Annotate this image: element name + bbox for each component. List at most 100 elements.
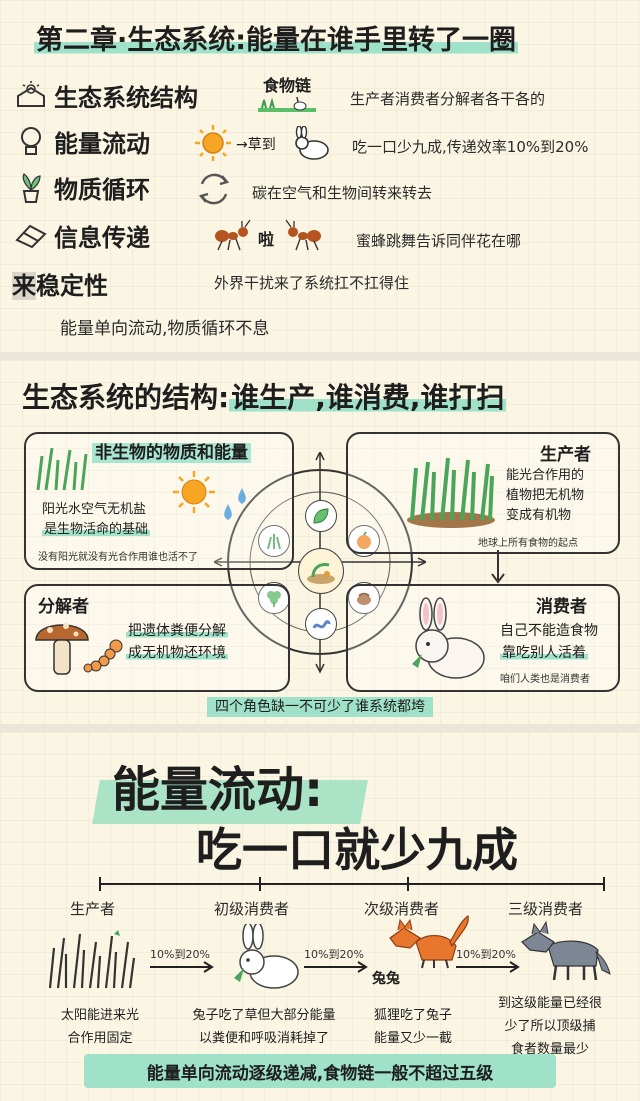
grass-sprout-icon — [258, 525, 290, 557]
grass-rabbit-icon — [258, 96, 316, 112]
desc-tertiary: 到这级能量已经很 少了所以顶级捕 食者数量最少 — [484, 992, 616, 1057]
sun-to-grass-text: →草到 — [236, 137, 276, 153]
consumer-box: 消费者 自己不能造食物 靠吃别人活着 咱们人类也是消费者 — [346, 584, 620, 692]
fox-icon — [389, 914, 469, 969]
desc-producer: 太阳能进来光 合作用固定 — [44, 1004, 156, 1046]
abiotic-box: 非生物的物质和能量 阳光水空气无机盐 是生物活命的基础 没有阳光就没有光合作用谁… — [24, 432, 294, 570]
nut-icon — [348, 582, 380, 614]
abiotic-note: 没有阳光就没有光合作用谁也活不了 — [38, 552, 198, 563]
desc-producer-1: 太阳能进来光 — [60, 1008, 139, 1023]
structure-title: 生态系统的结构:谁生产,谁消费,谁打扫 — [22, 376, 507, 416]
overview-panel: 第二章·生态系统:能量在谁手里转了一圈 生态系统结构 食物链 生产者消费者分解者… — [0, 0, 640, 352]
structure-title-part2: 谁生产,谁消费,谁打扫 — [229, 381, 507, 414]
abiotic-title-text: 非生物的物质和能量 — [92, 443, 251, 463]
arrow-secondary-to-tertiary — [456, 961, 520, 973]
arrow-primary-to-secondary — [304, 961, 368, 973]
house-sun-icon — [17, 81, 45, 107]
rabbit-illustration — [412, 597, 485, 679]
ecosystem-center-icon — [298, 548, 344, 594]
ant-icon-right — [285, 219, 321, 251]
arrow-label-1: 10%到20% — [150, 948, 210, 961]
energy-title-line1: 能量流动: — [112, 762, 324, 818]
arrow-label-2: 10%到20% — [304, 948, 364, 961]
food-chain-label: 食物链 — [262, 76, 311, 95]
chapter-title: 第二章·生态系统:能量在谁手里转了一圈 — [34, 18, 519, 57]
rabbit-eating-icon — [234, 924, 299, 989]
row-desc-structure: 生产者消费者分解者各干各的 — [350, 90, 546, 108]
row-label-stability: 来稳定性 — [12, 266, 108, 301]
energy-footer: 能量单向流动逐级递减,食物链一般不超过五级 — [84, 1054, 556, 1088]
cycle-icon — [198, 173, 230, 205]
eraser-icon — [15, 224, 47, 248]
energy-flow-panel: 能量流动: 吃一口就少九成 生产者 初级消费者 次级消费者 三级消费者 10%到… — [0, 732, 640, 1101]
producer-title: 生产者 — [540, 445, 591, 465]
structure-footer-text: 四个角色缺一不可少了谁系统都垮 — [207, 697, 433, 717]
producer-to-consumer-arrow — [491, 550, 505, 584]
trophic-timeline — [99, 877, 605, 891]
plant-pot-icon — [22, 173, 41, 203]
producer-line3: 变成有机物 — [506, 508, 572, 523]
row-label-energy: 能量流动 — [54, 130, 150, 158]
arrow-producer-to-primary — [150, 961, 214, 973]
desc-tertiary-3: 食者数量最少 — [510, 1042, 589, 1057]
level-name-secondary: 次级消费者 — [364, 900, 440, 918]
decomposer-box: 分解者 把遗体粪便分解 成无机物还环境 — [24, 584, 290, 692]
desc-primary-1: 兔子吃了草但大部分能量 — [192, 1008, 336, 1023]
food-chain-illustration: 食物链 — [252, 72, 322, 112]
abiotic-line1: 阳光水空气无机盐 — [42, 502, 147, 517]
producer-line2: 植物把无机物 — [506, 488, 585, 503]
consumer-line2: 靠吃别人活着 — [500, 644, 588, 663]
row-label-info: 信息传递 — [54, 224, 150, 252]
energy-footer-text: 能量单向流动逐级递减,食物链一般不超过五级 — [146, 1063, 494, 1084]
desc-producer-2: 合作用固定 — [67, 1031, 133, 1046]
ant-chat-text: 啦 — [258, 230, 275, 249]
desc-primary-2: 以粪便和呼吸消耗掉了 — [198, 1031, 329, 1046]
consumer-title: 消费者 — [536, 597, 587, 617]
sun-icon — [195, 125, 231, 161]
bulb-icon — [21, 127, 41, 155]
worm-icon — [305, 608, 337, 640]
abiotic-line2-text: 是生物活命的基础 — [42, 522, 151, 537]
producer-note: 地球上所有食物的起点 — [478, 538, 578, 549]
structure-title-part1: 生态系统的结构: — [22, 381, 230, 414]
grass-tuft-icon — [36, 447, 88, 491]
row-desc-stability: 外界干扰来了系统扛不扛得住 — [214, 274, 410, 292]
row-desc-info: 蜜蜂跳舞告诉同伴花在哪 — [356, 232, 522, 250]
decomposer-line2-text: 成无机物还环境 — [126, 645, 228, 661]
producer-box: 生产者 能光合作用的 植物把无机物 变成有机物 地球上所有食物的起点 — [346, 432, 620, 554]
producer-line1: 能光合作用的 — [506, 468, 585, 483]
abiotic-title: 非生物的物质和能量 — [92, 438, 251, 463]
row-desc-matter: 碳在空气和生物间转来转去 — [252, 184, 433, 202]
grass-icon — [48, 930, 136, 989]
desc-secondary-1: 狐狸吃了兔子 — [373, 1008, 452, 1023]
consumer-line2-text: 靠吃别人活着 — [500, 645, 588, 661]
mushroom-icon — [35, 623, 89, 675]
abiotic-line2: 是生物活命的基础 — [42, 520, 151, 539]
rabbit-caption: 兔兔 — [372, 971, 400, 987]
desc-secondary-2: 能量又少一截 — [373, 1031, 452, 1046]
level-name-primary: 初级消费者 — [214, 900, 290, 918]
stability-label-text: 稳定性 — [36, 272, 108, 300]
row-label-matter: 物质循环 — [54, 176, 150, 204]
arrow-label-3: 10%到20% — [456, 948, 516, 961]
energy-title-line2: 吃一口就少九成 — [196, 823, 518, 877]
ant-icon-left — [215, 219, 251, 251]
desc-primary: 兔子吃了草但大部分能量 以粪便和呼吸消耗掉了 — [178, 1004, 350, 1046]
consumer-line1: 自己不能造食物 — [500, 623, 598, 639]
structure-footer: 四个角色缺一不可少了谁系统都垮 — [0, 696, 640, 717]
structure-panel: 生态系统的结构:谁生产,谁消费,谁打扫 非生物的物质和能量 — [0, 360, 640, 724]
decomposer-title: 分解者 — [38, 597, 89, 617]
chapter-title-text: 第二章·生态系统:能量在谁手里转了一圈 — [34, 25, 519, 56]
wolf-icon — [521, 920, 611, 981]
level-name-producer: 生产者 — [70, 900, 116, 918]
decomposer-line2: 成无机物还环境 — [126, 644, 228, 663]
consumer-note: 咱们人类也是消费者 — [500, 674, 590, 685]
grass-patch-icon — [407, 457, 495, 528]
desc-tertiary-2: 少了所以顶级捕 — [504, 1019, 596, 1034]
caterpillar-icon — [83, 639, 123, 673]
leaf-icon — [305, 500, 337, 532]
sun-icon-abiotic — [173, 471, 215, 513]
rabbit-icon — [295, 126, 329, 160]
desc-tertiary-1: 到这级能量已经很 — [497, 996, 602, 1011]
desc-secondary: 狐狸吃了兔子 能量又少一截 — [358, 1004, 468, 1046]
